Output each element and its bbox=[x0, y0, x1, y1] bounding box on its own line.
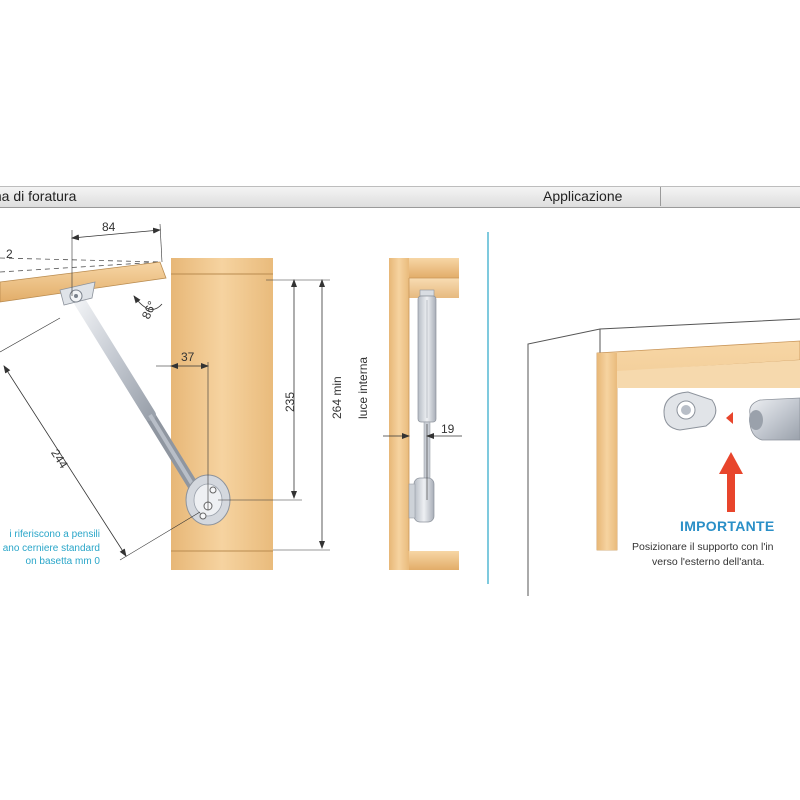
important-line-1: Posizionare il supporto con l'in bbox=[632, 541, 774, 553]
flap-board bbox=[0, 261, 167, 303]
section-header-bar bbox=[0, 186, 800, 208]
important-title: IMPORTANTE bbox=[680, 518, 775, 534]
svg-text:2: 2 bbox=[6, 247, 13, 261]
note-line-2: ano cerniere standard bbox=[2, 542, 100, 554]
cabinet-side-panel bbox=[171, 258, 273, 570]
application-perspective-drawing bbox=[527, 318, 800, 596]
dimension-264-min: 264 min bbox=[330, 376, 344, 419]
label-luce-interna: luce interna bbox=[356, 357, 370, 419]
header-drilling-scheme: ma di foratura bbox=[0, 188, 77, 204]
header-divider bbox=[660, 187, 661, 206]
dimension-235: 235 bbox=[283, 392, 297, 412]
note-line-3: on basetta mm 0 bbox=[25, 556, 100, 567]
important-arrow bbox=[719, 452, 743, 512]
support-bracket bbox=[663, 391, 717, 431]
note-line-1: i riferiscono a pensili bbox=[9, 529, 100, 540]
header-application: Applicazione bbox=[543, 188, 623, 204]
piston-end bbox=[749, 397, 800, 441]
dimension-86-degrees: 86° bbox=[139, 299, 159, 322]
dimension-19: 19 bbox=[441, 422, 455, 436]
side-view-flap-drawing: 2 84 86° bbox=[0, 220, 370, 570]
note-text: i riferiscono a pensili ano cerniere sta… bbox=[0, 528, 100, 569]
dimension-37: 37 bbox=[181, 350, 195, 364]
front-view-drawing: 19 bbox=[383, 258, 462, 570]
dimension-244: 244 bbox=[48, 447, 71, 472]
important-line-2: verso l'esterno dell'anta. bbox=[652, 556, 765, 568]
dimension-84: 84 bbox=[102, 220, 116, 234]
